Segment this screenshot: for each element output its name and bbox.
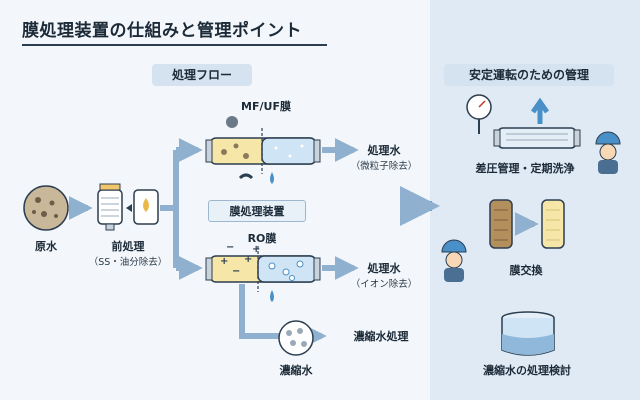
treated-water-sublabel-2: （イオン除去） bbox=[350, 279, 418, 290]
prefilter-icon bbox=[97, 183, 159, 231]
ion-mark: + bbox=[220, 256, 228, 267]
management-header: 安定運転のための管理 bbox=[444, 64, 614, 86]
membrane-module-icon bbox=[493, 127, 581, 149]
raw-water-label: 原水 bbox=[35, 240, 57, 253]
raw-water-icon bbox=[23, 185, 69, 231]
up-arrow-icon bbox=[530, 97, 550, 124]
concentrate-icon bbox=[278, 320, 314, 356]
new-membrane-icon bbox=[541, 199, 565, 249]
ion-marks: +−+−+ bbox=[220, 242, 260, 277]
pretreatment-sublabel: （SS・油分除去） bbox=[88, 257, 168, 268]
management-item-3: 濃縮水の処理検討 bbox=[483, 364, 571, 377]
worker-icon bbox=[441, 239, 467, 282]
page-title: 膜処理装置の仕組みと管理ポイント bbox=[22, 21, 302, 41]
concentrate-label: 濃縮水 bbox=[279, 364, 313, 377]
worker-icon bbox=[595, 131, 621, 174]
pressure-gauge-icon bbox=[466, 94, 492, 134]
ro-label: RO膜 bbox=[247, 232, 277, 245]
concentrate-treatment-label: 濃縮水処理 bbox=[353, 330, 409, 343]
treated-water-label-1: 処理水 bbox=[367, 144, 401, 157]
device-label: 膜処理装置 bbox=[208, 200, 306, 222]
management-item-2: 膜交換 bbox=[509, 264, 543, 277]
ion-mark: + bbox=[244, 254, 252, 265]
old-membrane-icon bbox=[489, 199, 513, 249]
pretreatment-label: 前処理 bbox=[111, 240, 145, 253]
mfuf-membrane-icon bbox=[205, 116, 321, 184]
ion-mark: − bbox=[232, 266, 240, 277]
management-item-1: 差圧管理・定期洗浄 bbox=[475, 162, 575, 175]
flow-header: 処理フロー bbox=[152, 64, 252, 86]
branch-pipes bbox=[160, 138, 203, 280]
concentrate-tank-icon bbox=[501, 311, 555, 356]
treated-water-label-2: 処理水 bbox=[367, 262, 401, 275]
ion-mark: − bbox=[226, 242, 234, 253]
ro-membrane-icon bbox=[205, 246, 321, 302]
title-underline bbox=[22, 44, 327, 46]
ion-mark: + bbox=[252, 244, 260, 255]
treated-water-sublabel-1: （微粒子除去） bbox=[350, 161, 418, 172]
mfuf-label: MF/UF膜 bbox=[241, 100, 291, 113]
